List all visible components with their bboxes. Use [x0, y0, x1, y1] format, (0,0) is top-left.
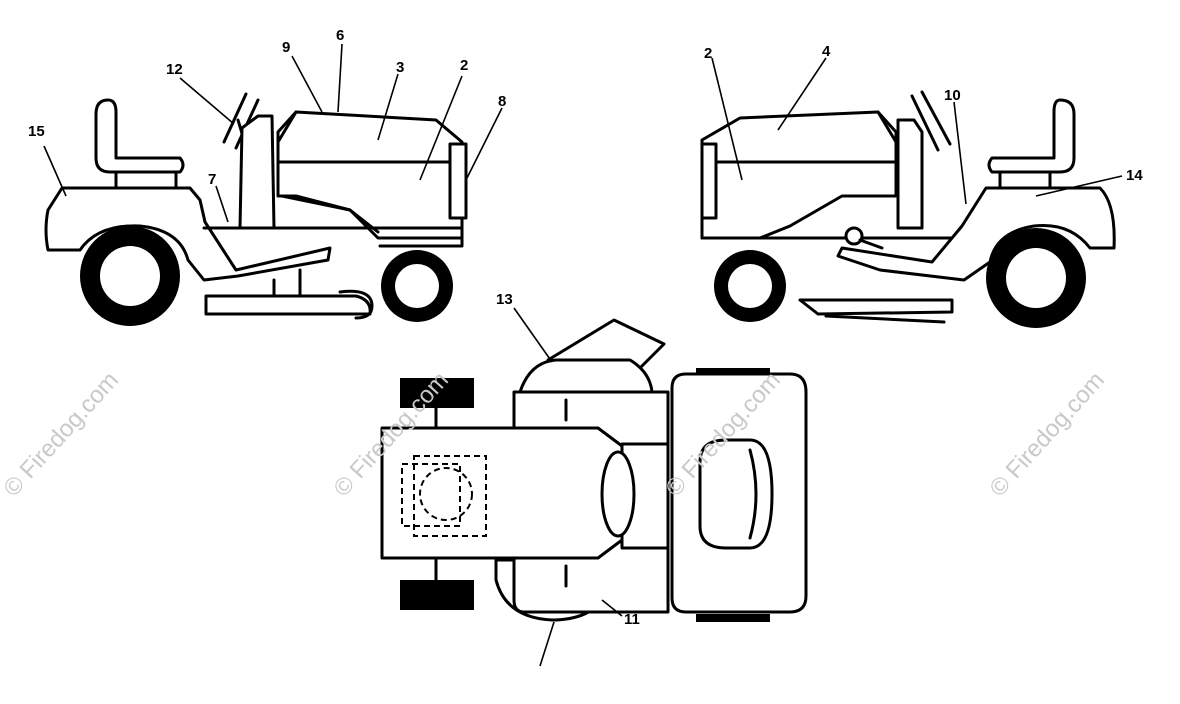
- watermark-1: © Firedog.com: [0, 367, 124, 502]
- callout-4: 4: [822, 43, 831, 60]
- seat-back: [94, 98, 185, 174]
- leader-lines: [43, 43, 1123, 667]
- dash-tower-right: [896, 118, 924, 230]
- callout-10: 10: [944, 87, 961, 104]
- callout-12: 12: [166, 61, 183, 78]
- callout-labels: 15 12 9 6 3 2 8 7 2 4 10 14 13 11: [28, 27, 1143, 628]
- mower-right-side-view: [700, 90, 1116, 328]
- callout-13: 13: [496, 291, 513, 308]
- mower-deck-left: [204, 294, 372, 316]
- top-front-wheel-lower: [400, 580, 474, 610]
- mower-deck-right: [798, 298, 954, 316]
- callout-15: 15: [28, 123, 45, 140]
- callout-6: 6: [336, 27, 344, 44]
- hood-left: [276, 110, 464, 240]
- steering-wheel-right: [910, 90, 952, 152]
- callout-8: 8: [498, 93, 506, 110]
- top-front-wheel-upper: [400, 378, 474, 408]
- hood-right: [700, 110, 898, 240]
- callout-14: 14: [1126, 167, 1143, 184]
- top-hood: [380, 426, 624, 560]
- callout-7: 7: [208, 171, 216, 188]
- mower-left-side-view: [44, 92, 468, 326]
- seat-right: [987, 98, 1076, 174]
- watermark-4: © Firedog.com: [984, 367, 1110, 502]
- callout-2-left: 2: [460, 57, 468, 74]
- dash-tower: [238, 114, 276, 230]
- callout-9: 9: [282, 39, 290, 56]
- callout-3: 3: [396, 59, 404, 76]
- callout-11: 11: [624, 611, 640, 628]
- rear-fender: [44, 186, 332, 282]
- mower-top-view: [380, 318, 808, 622]
- callout-2-right: 2: [704, 45, 712, 62]
